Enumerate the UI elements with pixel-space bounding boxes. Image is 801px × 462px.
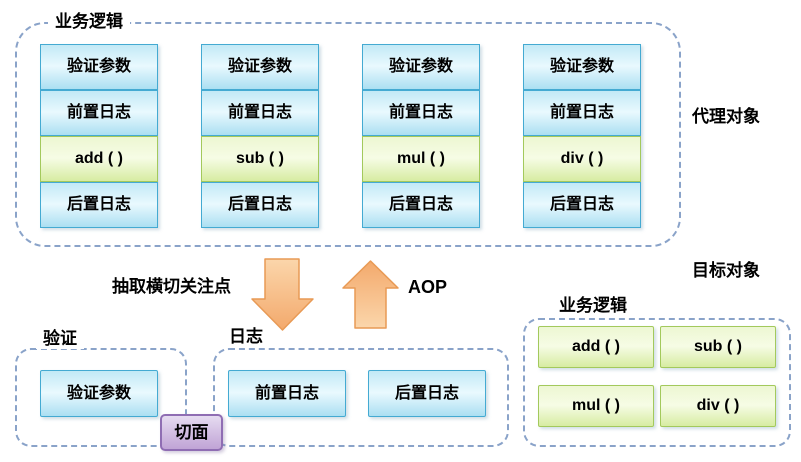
proxy-stack-add: 验证参数 前置日志 add ( ) 后置日志	[40, 44, 158, 228]
method-cell-mul: mul ( )	[362, 136, 480, 182]
pre-log-cell: 前置日志	[362, 90, 480, 136]
pre-log-cell: 前置日志	[40, 90, 158, 136]
method-cell-div: div ( )	[523, 136, 641, 182]
extract-label: 抽取横切关注点	[112, 277, 231, 296]
pre-log-cell: 前置日志	[201, 90, 319, 136]
post-log-cell: 后置日志	[40, 182, 158, 228]
validation-group	[15, 348, 187, 447]
method-box-mul: mul ( )	[538, 385, 654, 427]
log-group-label: 日志	[222, 327, 270, 347]
aop-arrow-up-icon	[342, 260, 399, 329]
post-log-box: 后置日志	[368, 370, 486, 417]
validate-params-box: 验证参数	[40, 370, 158, 417]
target-group-label: 业务逻辑	[552, 296, 634, 316]
validate-params-cell: 验证参数	[523, 44, 641, 90]
proxy-container-label: 业务逻辑	[48, 12, 130, 32]
proxy-side-label: 代理对象	[692, 107, 760, 126]
extract-arrow-down-icon	[251, 258, 314, 331]
validate-params-cell: 验证参数	[362, 44, 480, 90]
method-box-div: div ( )	[660, 385, 776, 427]
post-log-cell: 后置日志	[523, 182, 641, 228]
aspect-badge: 切面	[160, 414, 223, 451]
method-box-add: add ( )	[538, 326, 654, 368]
method-cell-sub: sub ( )	[201, 136, 319, 182]
proxy-stack-sub: 验证参数 前置日志 sub ( ) 后置日志	[201, 44, 319, 228]
target-group	[523, 318, 791, 447]
validate-params-cell: 验证参数	[40, 44, 158, 90]
post-log-cell: 后置日志	[201, 182, 319, 228]
log-group	[213, 348, 509, 447]
post-log-cell: 后置日志	[362, 182, 480, 228]
proxy-stack-mul: 验证参数 前置日志 mul ( ) 后置日志	[362, 44, 480, 228]
method-box-sub: sub ( )	[660, 326, 776, 368]
target-side-label: 目标对象	[692, 261, 760, 280]
proxy-container	[15, 22, 681, 247]
pre-log-box: 前置日志	[228, 370, 346, 417]
proxy-stack-div: 验证参数 前置日志 div ( ) 后置日志	[523, 44, 641, 228]
pre-log-cell: 前置日志	[523, 90, 641, 136]
aop-label: AOP	[408, 277, 448, 297]
validate-params-cell: 验证参数	[201, 44, 319, 90]
validation-group-label: 验证	[36, 329, 84, 349]
method-cell-add: add ( )	[40, 136, 158, 182]
